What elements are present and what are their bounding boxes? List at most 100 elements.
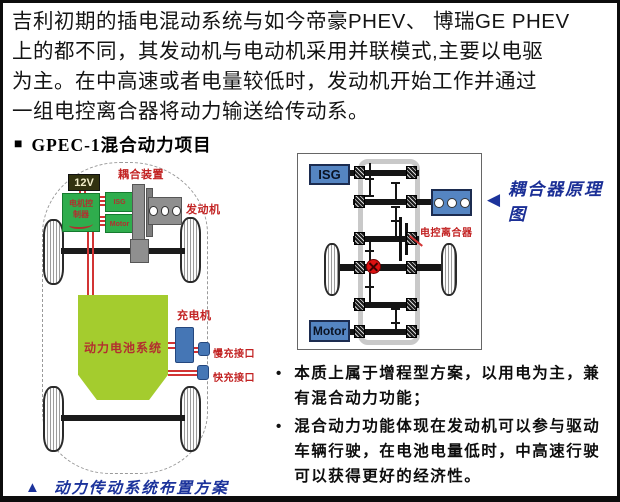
hv-wire	[87, 232, 89, 295]
slow-charge-port	[198, 342, 210, 356]
clutch-plate	[399, 217, 402, 261]
gear-mesh-cap	[365, 250, 374, 252]
gear	[354, 166, 365, 179]
traction-battery: 动力电池系统	[78, 295, 168, 400]
section-header: ■ GPEC-1混合动力项目	[14, 132, 212, 157]
wire	[100, 220, 105, 222]
intermediate-shaft	[353, 236, 419, 242]
gear	[354, 261, 365, 274]
wire	[194, 351, 198, 353]
coupler-schematic-diagram: ISG Motor 电控离合器	[297, 153, 482, 350]
engine-cylinders-icon	[149, 198, 182, 224]
gear-mesh-line	[395, 308, 397, 329]
wire	[168, 347, 175, 349]
swoosh-underline	[69, 220, 93, 229]
list-item: • 混合动力功能体现在发动机可以参与驱动车辆行驶，在电池电量低时，中高速行驶可以…	[276, 414, 616, 489]
coupling-gearbox-block	[130, 239, 149, 263]
intro-paragraph: 吉利初期的插电混动系统与如今帝豪PHEV、 博瑞GE PHEV 上的都不同，其发…	[12, 7, 608, 127]
charger-label: 充电机	[177, 310, 212, 322]
gear	[354, 298, 365, 311]
gear-mesh-cap	[365, 178, 374, 180]
engine-cylinders-icon	[433, 191, 470, 214]
bullet-icon: •	[276, 418, 282, 435]
bullet-icon: •	[276, 365, 282, 382]
wire	[194, 347, 198, 349]
gear-mesh-cap	[391, 308, 400, 310]
wire	[100, 196, 105, 198]
motor-box: Motor	[105, 214, 134, 233]
right-wheel	[441, 243, 457, 296]
powertrain-layout-diagram: 12V 电机控 制器 ISG Motor 耦合装置	[20, 158, 272, 476]
intro-line: 一组电控离合器将动力输送给传动系。	[12, 100, 369, 123]
left-caption-text: 动力传动系统布置方案	[53, 480, 229, 497]
section-title: GPEC-1混合动力项目	[31, 135, 212, 155]
aux-battery-12v: 12V	[68, 174, 100, 191]
square-bullet-icon: ■	[14, 136, 23, 152]
coupling-device-bar	[132, 184, 145, 241]
engine-label: 发动机	[186, 204, 221, 216]
car-body-outline	[42, 162, 208, 474]
isg-box: ISG	[105, 192, 134, 212]
gear-mesh-cap	[391, 206, 400, 208]
triangle-left-icon: ◀	[487, 190, 501, 209]
gear	[406, 195, 417, 208]
gear-mesh-cap	[365, 195, 374, 197]
notes-list: • 本质上属于增程型方案，以用电为主，兼有混合动力功能； • 混合动力功能体现在…	[276, 361, 616, 492]
gear-mesh-cap	[365, 286, 374, 288]
note-text: 混合动力功能体现在发动机可以参与驱动车辆行驶，在电池电量低时，中高速行驶可以获得…	[294, 418, 601, 485]
triangle-up-icon: ▲	[25, 478, 40, 496]
intro-line: 吉利初期的插电混动系统与如今帝豪PHEV、 博瑞GE PHEV	[12, 10, 570, 33]
isg-box: ISG	[309, 164, 350, 185]
wire	[100, 204, 105, 206]
gear	[354, 325, 365, 338]
wire	[168, 342, 175, 344]
wire	[100, 224, 105, 226]
gear	[406, 166, 417, 179]
gear-mesh-line	[395, 182, 397, 200]
intro-line: 为主。在中高速或者电量较低时，发动机开始工作并通过	[12, 70, 537, 93]
drive-axle	[331, 264, 453, 271]
isg-shaft	[349, 170, 419, 176]
motor-shaft	[349, 329, 419, 335]
wire	[84, 191, 86, 194]
motor-controller-label-line1: 电机控	[69, 199, 93, 208]
gear	[354, 195, 365, 208]
gear	[406, 298, 417, 311]
reduction-shaft	[353, 302, 419, 308]
clutch-label: 电控离合器	[420, 228, 473, 239]
differential-icon	[366, 259, 381, 274]
note-text: 本质上属于增程型方案，以用电为主，兼有混合动力功能；	[294, 365, 601, 407]
rear-axle	[61, 415, 185, 421]
right-diagram-title: ◀ 耦合器原理图	[487, 175, 620, 225]
wire	[100, 216, 105, 218]
wire	[168, 374, 197, 376]
coupling-device-label: 耦合装置	[118, 169, 164, 181]
slow-charge-label: 慢充接口	[213, 349, 255, 360]
hv-wire	[92, 232, 94, 295]
right-title-text: 耦合器原理图	[508, 180, 604, 224]
fast-charge-label: 快充接口	[213, 373, 255, 384]
gear-mesh-cap	[391, 220, 400, 222]
gear-mesh-cap	[391, 182, 400, 184]
engine-block	[148, 197, 182, 225]
engine-box	[431, 189, 472, 216]
intro-line: 上的都不同，其发动机与电动机采用并联模式,主要以电驱	[12, 40, 544, 63]
gear	[406, 325, 417, 338]
gear-mesh-line	[369, 242, 371, 264]
wire	[79, 191, 81, 194]
charger-box	[175, 327, 194, 363]
battery-system-label: 动力电池系统	[83, 341, 162, 355]
left-wheel	[324, 243, 340, 296]
wire	[100, 200, 105, 202]
gearbox-housing	[358, 159, 420, 345]
left-diagram-caption: ▲ 动力传动系统布置方案	[25, 476, 229, 498]
gear-mesh-cap	[391, 322, 400, 324]
wire	[168, 370, 197, 372]
front-axle	[61, 248, 185, 254]
list-item: • 本质上属于增程型方案，以用电为主，兼有混合动力功能；	[276, 361, 616, 411]
gear	[406, 261, 417, 274]
engine-shaft	[353, 199, 432, 205]
motor-controller-label-line2: 制器	[73, 210, 89, 219]
motor-controller-box: 电机控 制器	[62, 193, 100, 232]
